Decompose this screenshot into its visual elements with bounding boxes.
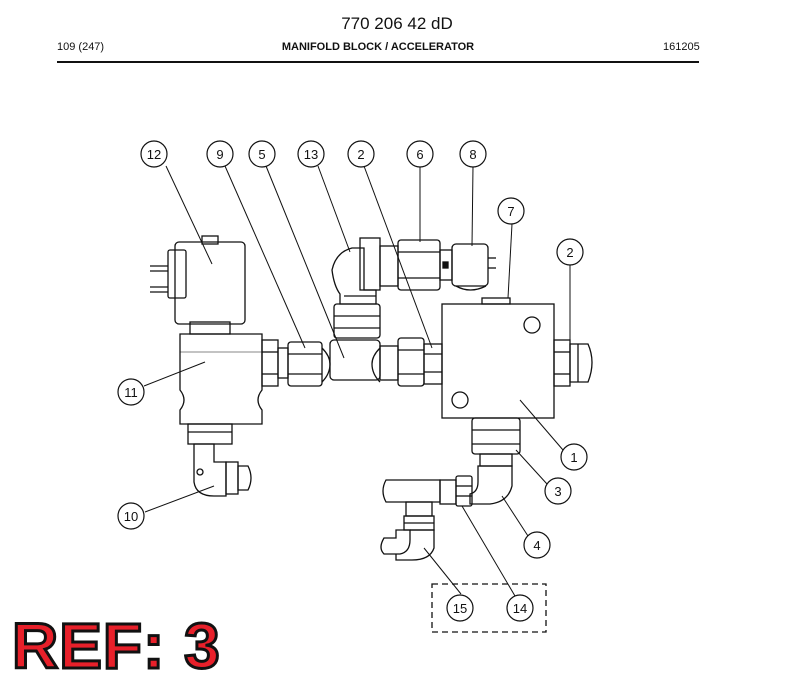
callout-circle	[140, 140, 168, 168]
tee-fitting	[321, 303, 381, 383]
callout-number: 1	[570, 450, 577, 465]
callout-number: 6	[416, 147, 423, 162]
callout-4: 4	[523, 531, 551, 559]
callout-14: 14	[506, 594, 534, 622]
dashed-group-box	[431, 583, 547, 633]
callout-circle	[117, 502, 145, 530]
callout-7: 7	[497, 197, 525, 225]
callout-9: 9	[206, 140, 234, 168]
callout-circle	[297, 140, 325, 168]
valve-body	[179, 333, 263, 425]
header-divider	[57, 61, 699, 63]
callout-circle	[560, 443, 588, 471]
callout-2-top: 2	[347, 140, 375, 168]
nipple-right	[379, 337, 443, 387]
callout-circle	[497, 197, 525, 225]
page-title: MANIFOLD BLOCK / ACCELERATOR	[281, 41, 475, 53]
callout-15: 15	[446, 594, 474, 622]
fitting-below-block	[471, 417, 521, 467]
callout-circle	[459, 140, 487, 168]
callout-circle	[544, 477, 572, 505]
elbow-fitting-top	[331, 237, 381, 305]
callout-number: 9	[216, 147, 223, 162]
callout-number: 8	[469, 147, 476, 162]
callout-number: 11	[124, 385, 138, 400]
callout-circle	[406, 140, 434, 168]
document-code: 161205	[663, 41, 700, 53]
callout-number: 4	[533, 538, 540, 553]
callout-6: 6	[406, 140, 434, 168]
callout-2-right: 2	[556, 238, 584, 266]
callout-12: 12	[140, 140, 168, 168]
fitting-right	[553, 339, 593, 387]
callout-circle	[523, 531, 551, 559]
nipple-left	[261, 339, 323, 387]
callout-5: 5	[248, 140, 276, 168]
callout-number: 13	[304, 147, 318, 162]
callout-number: 2	[357, 147, 364, 162]
callout-circle	[248, 140, 276, 168]
callout-number: 12	[147, 147, 161, 162]
tee-fitting-lower	[382, 479, 457, 531]
callout-circle	[347, 140, 375, 168]
elbow-fitting-bottom	[380, 529, 435, 561]
callout-number: 5	[258, 147, 265, 162]
leader-lines	[143, 165, 571, 597]
solenoid-coil	[150, 235, 246, 335]
straight-fitting	[379, 239, 441, 291]
callout-number: 2	[566, 245, 573, 260]
callout-number: 3	[554, 484, 561, 499]
accelerator-valve	[439, 243, 496, 291]
callout-1: 1	[560, 443, 588, 471]
manifold-block	[441, 297, 555, 419]
callout-circle	[506, 594, 534, 622]
callout-circle	[446, 594, 474, 622]
callout-number: 14	[513, 601, 527, 616]
elbow-fitting-lower	[455, 465, 513, 507]
callout-3: 3	[544, 477, 572, 505]
callout-11: 11	[117, 378, 145, 406]
reference-label: REF: 3	[11, 610, 222, 682]
callout-10: 10	[117, 502, 145, 530]
callout-number: 7	[507, 204, 514, 219]
callout-number: 10	[124, 509, 138, 524]
page-indicator: 109 (247)	[57, 41, 105, 53]
callout-circle	[556, 238, 584, 266]
callout-8: 8	[459, 140, 487, 168]
callout-13: 13	[297, 140, 325, 168]
document-number: 770 206 42 dD	[341, 14, 453, 33]
callout-circle	[117, 378, 145, 406]
callout-number: 15	[453, 601, 467, 616]
elbow-fitting-left	[187, 423, 252, 497]
callout-circle	[206, 140, 234, 168]
